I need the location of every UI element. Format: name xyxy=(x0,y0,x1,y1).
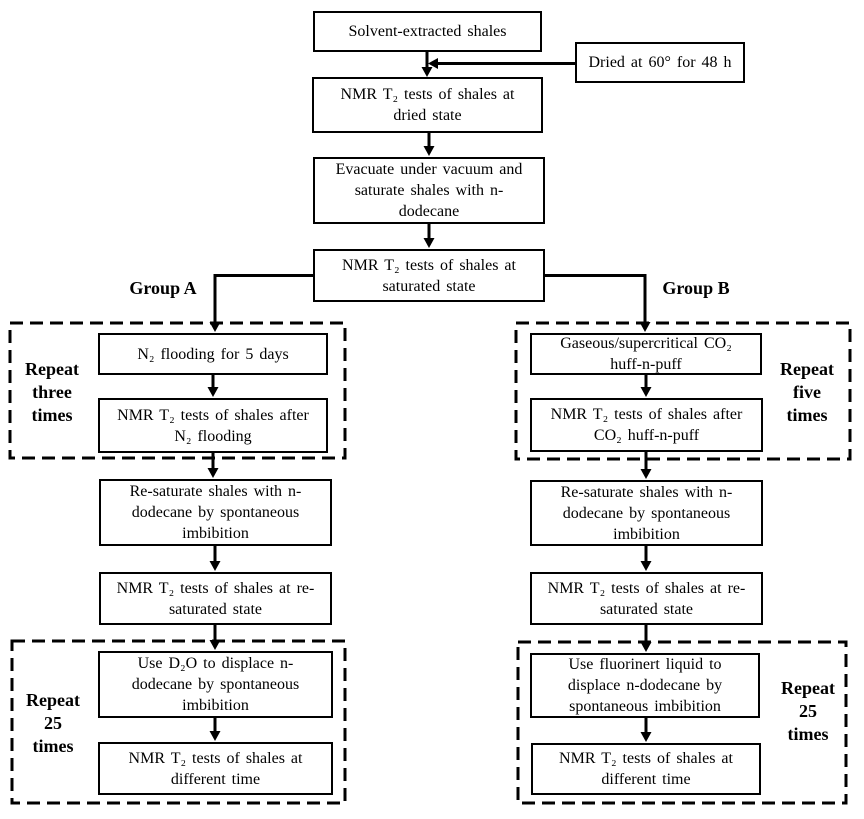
arrow-branch-to-group-a xyxy=(209,274,313,332)
arrow-nmr-after-co2-to-resaturate-b xyxy=(640,452,652,479)
node-evacuate-saturate: Evacuate under vacuum and saturate shale… xyxy=(313,157,545,224)
repeat-five-times-label: Repeat five times xyxy=(780,359,834,425)
dashed-region-repeat-three-times xyxy=(8,321,347,460)
dashed-region-repeat-25-times-b xyxy=(516,640,848,805)
node-d2o-displace: Use D₂O to displace n- dodecane by spont… xyxy=(98,651,333,718)
node-nmr-after-n2-flooding: NMR T₂ tests of shales after N₂ flooding xyxy=(98,398,328,453)
node-resaturate-b: Re-saturate shales with n- dodecane by s… xyxy=(530,480,763,546)
node-resaturate-a: Re-saturate shales with n- dodecane by s… xyxy=(99,479,332,546)
arrow-nmr-after-n2-to-resaturate-a xyxy=(207,453,219,478)
node-nmr-dried-state: NMR T₂ tests of shales at dried state xyxy=(312,77,543,133)
arrow-n2-to-nmr-after-n2 xyxy=(207,375,219,397)
arrow-resaturate-a-to-nmr-resat-a xyxy=(209,546,221,571)
node-n2-flooding: N₂ flooding for 5 days xyxy=(98,333,328,375)
arrow-fluorinert-to-nmr-different-b xyxy=(640,718,652,742)
arrow-branch-to-group-b xyxy=(545,274,651,332)
node-nmr-after-co2: NMR T₂ tests of shales after CO₂ huff-n-… xyxy=(530,398,763,452)
node-nmr-saturated-state: NMR T₂ tests of shales at saturated stat… xyxy=(313,249,545,302)
group-a-label: Group A xyxy=(129,278,197,298)
node-fluorinert-displace: Use fluorinert liquid to displace n-dode… xyxy=(530,653,760,718)
arrow-nmr-dried-to-evacuate xyxy=(423,133,435,156)
arrow-nmr-resat-a-to-d2o xyxy=(209,625,221,650)
node-dried-note: Dried at 60° for 48 h xyxy=(575,42,745,83)
node-co2-huff-n-puff: Gaseous/supercritical CO₂ huff-n-puff xyxy=(530,333,762,375)
node-nmr-different-time-a: NMR T₂ tests of shales at different time xyxy=(98,742,333,795)
arrow-d2o-to-nmr-different-a xyxy=(209,718,221,741)
node-nmr-resaturated-a: NMR T₂ tests of shales at re- saturated … xyxy=(99,572,332,625)
node-nmr-different-time-b: NMR T₂ tests of shales at different time xyxy=(531,743,761,795)
arrow-solvent-to-nmr-dried xyxy=(421,52,433,77)
repeat-three-times-label: Repeat three times xyxy=(25,359,79,425)
arrow-resaturate-b-to-nmr-resat-b xyxy=(640,546,652,571)
dashed-region-repeat-five-times xyxy=(514,321,852,461)
repeat-25-times-label-a: Repeat 25 times xyxy=(26,690,80,756)
group-b-label: Group B xyxy=(662,278,730,298)
node-nmr-resaturated-b: NMR T₂ tests of shales at re- saturated … xyxy=(530,572,763,625)
dashed-region-repeat-25-times-a xyxy=(10,639,347,805)
repeat-25-times-label-b: Repeat 25 times xyxy=(781,678,835,744)
arrow-nmr-resat-b-to-fluorinert xyxy=(640,625,652,652)
node-solvent-extracted-shales: Solvent-extracted shales xyxy=(313,11,542,52)
arrow-dried-note-to-main-line xyxy=(428,58,575,69)
arrow-co2-to-nmr-after-co2 xyxy=(640,375,652,397)
arrow-evacuate-to-nmr-saturated xyxy=(423,224,435,248)
